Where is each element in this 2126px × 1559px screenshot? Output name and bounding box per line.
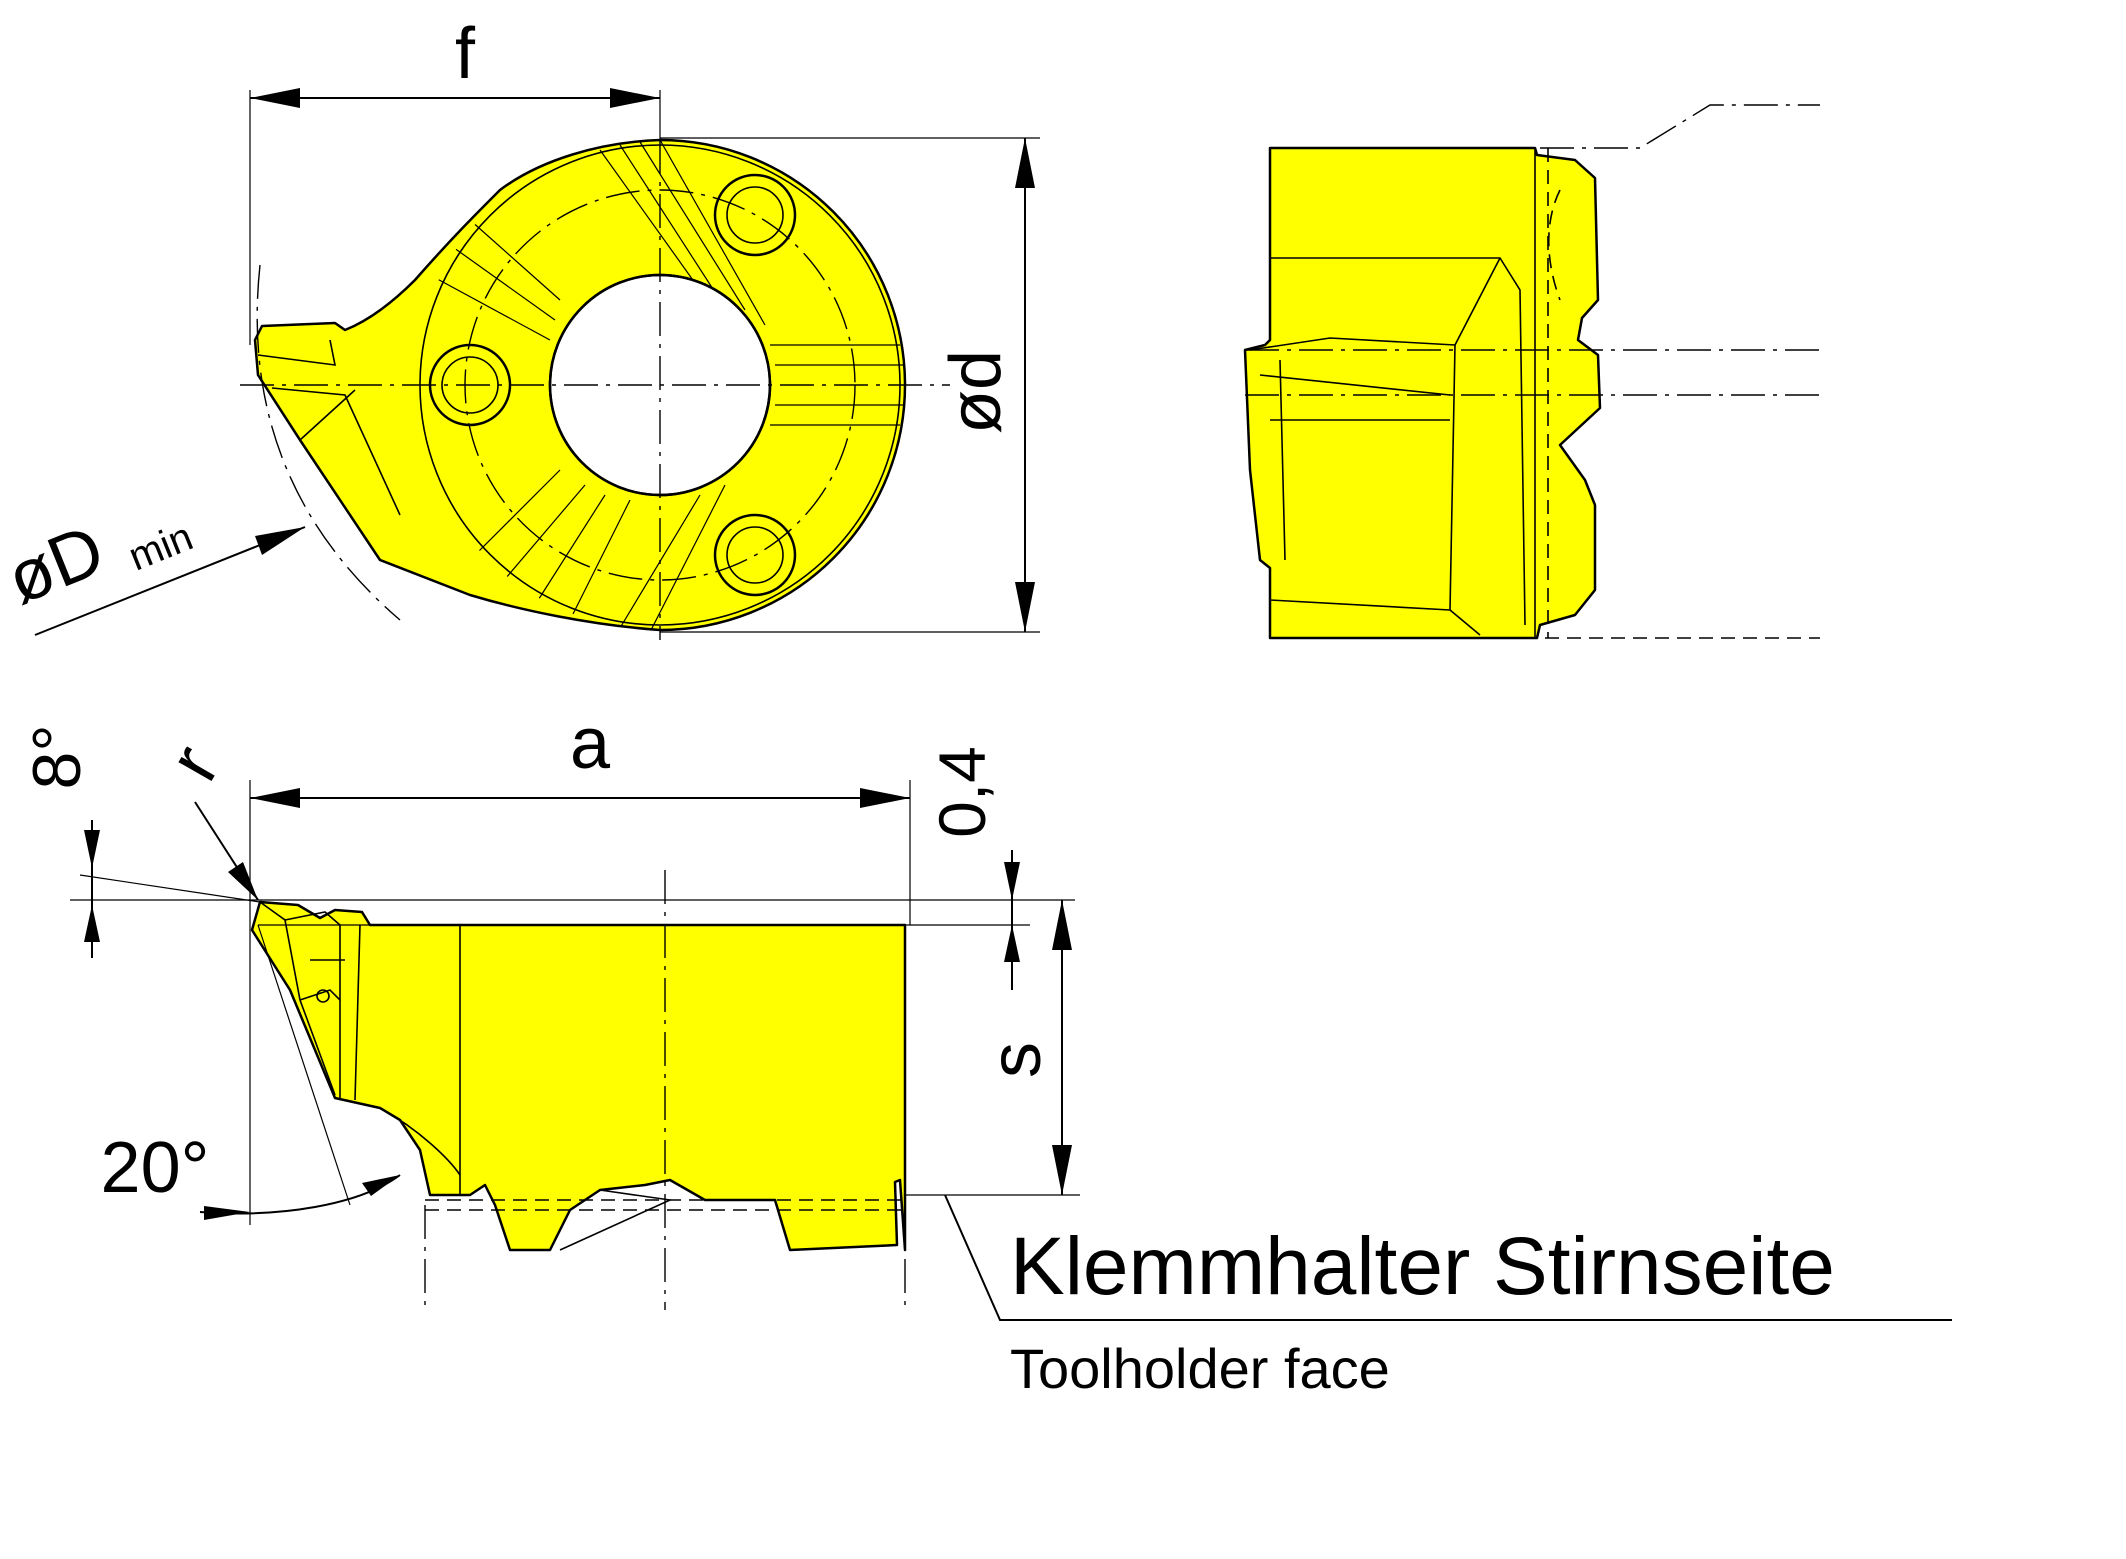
label-a: a: [570, 704, 611, 784]
label-s: s: [976, 1042, 1056, 1078]
label-d: ød: [936, 350, 1016, 434]
label-f: f: [455, 14, 476, 94]
label-offset-0-4: 0,4: [925, 746, 999, 838]
ring-grooves: [429, 140, 905, 630]
label-angle-8: 8°: [19, 724, 95, 789]
front-view: [34, 88, 1040, 640]
label-d-min: øD: [0, 510, 115, 620]
d-min-arc: [256, 264, 401, 621]
label-angle-20: 20°: [101, 1128, 210, 1208]
top-view: [70, 780, 1952, 1321]
label-r: r: [154, 733, 235, 794]
note-toolholder-face-en: Toolholder face: [1010, 1337, 1390, 1400]
side-view: [1243, 104, 1820, 640]
note-toolholder-face-de: Klemmhalter Stirnseite: [1010, 1221, 1835, 1312]
insert-side-body: [1243, 146, 1602, 640]
label-d-min-sub: min: [123, 515, 199, 580]
